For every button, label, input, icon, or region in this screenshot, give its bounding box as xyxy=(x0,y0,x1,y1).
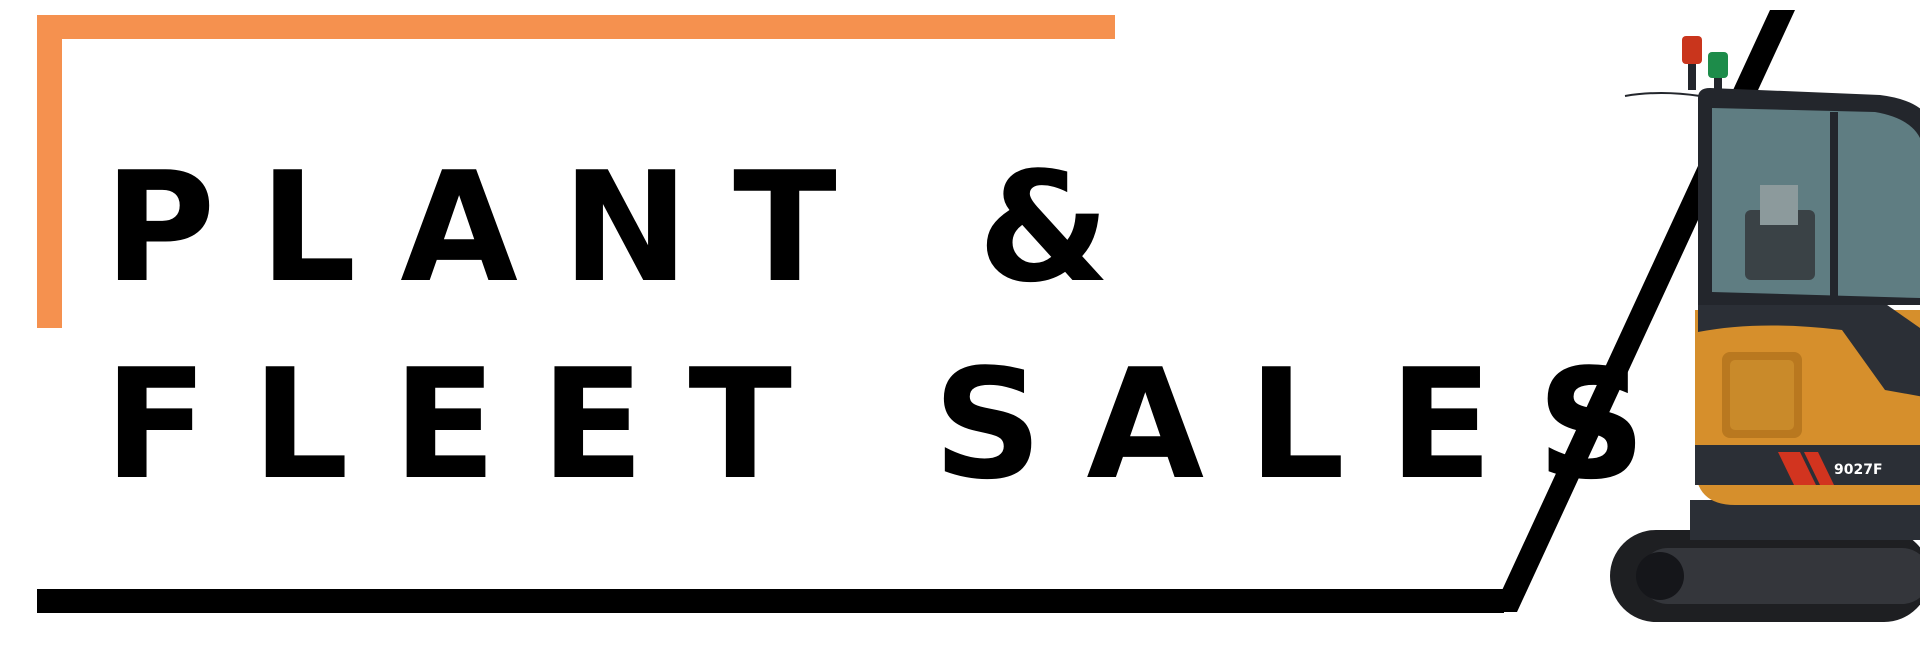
body-hood xyxy=(1698,290,1920,397)
beacon-red-base xyxy=(1688,64,1696,90)
decal-stripe-2 xyxy=(1804,452,1834,485)
decal-stripe xyxy=(1778,452,1816,485)
model-badge: 9027F xyxy=(1834,462,1883,478)
base-line xyxy=(37,589,1504,613)
building-reflection xyxy=(1760,185,1798,225)
beacon-green xyxy=(1708,52,1728,78)
track-inner xyxy=(1640,548,1920,604)
cab-seat xyxy=(1745,210,1815,280)
accent-bracket-left xyxy=(37,15,62,328)
track-wheel xyxy=(1636,552,1684,600)
headline-line-2: FLEET SALES xyxy=(104,336,1691,513)
beacon-red xyxy=(1682,36,1702,64)
accent-bracket-top xyxy=(37,15,1115,39)
cab-glass xyxy=(1712,108,1920,298)
excavator-icon: 9027F xyxy=(1610,36,1920,622)
antenna xyxy=(1624,92,1701,97)
beacon-green-base xyxy=(1714,78,1722,92)
cab-pillar xyxy=(1830,112,1838,298)
headline-line-1: PLANT & xyxy=(104,139,1155,316)
undercarriage xyxy=(1690,500,1920,540)
grille-inner xyxy=(1730,360,1794,430)
